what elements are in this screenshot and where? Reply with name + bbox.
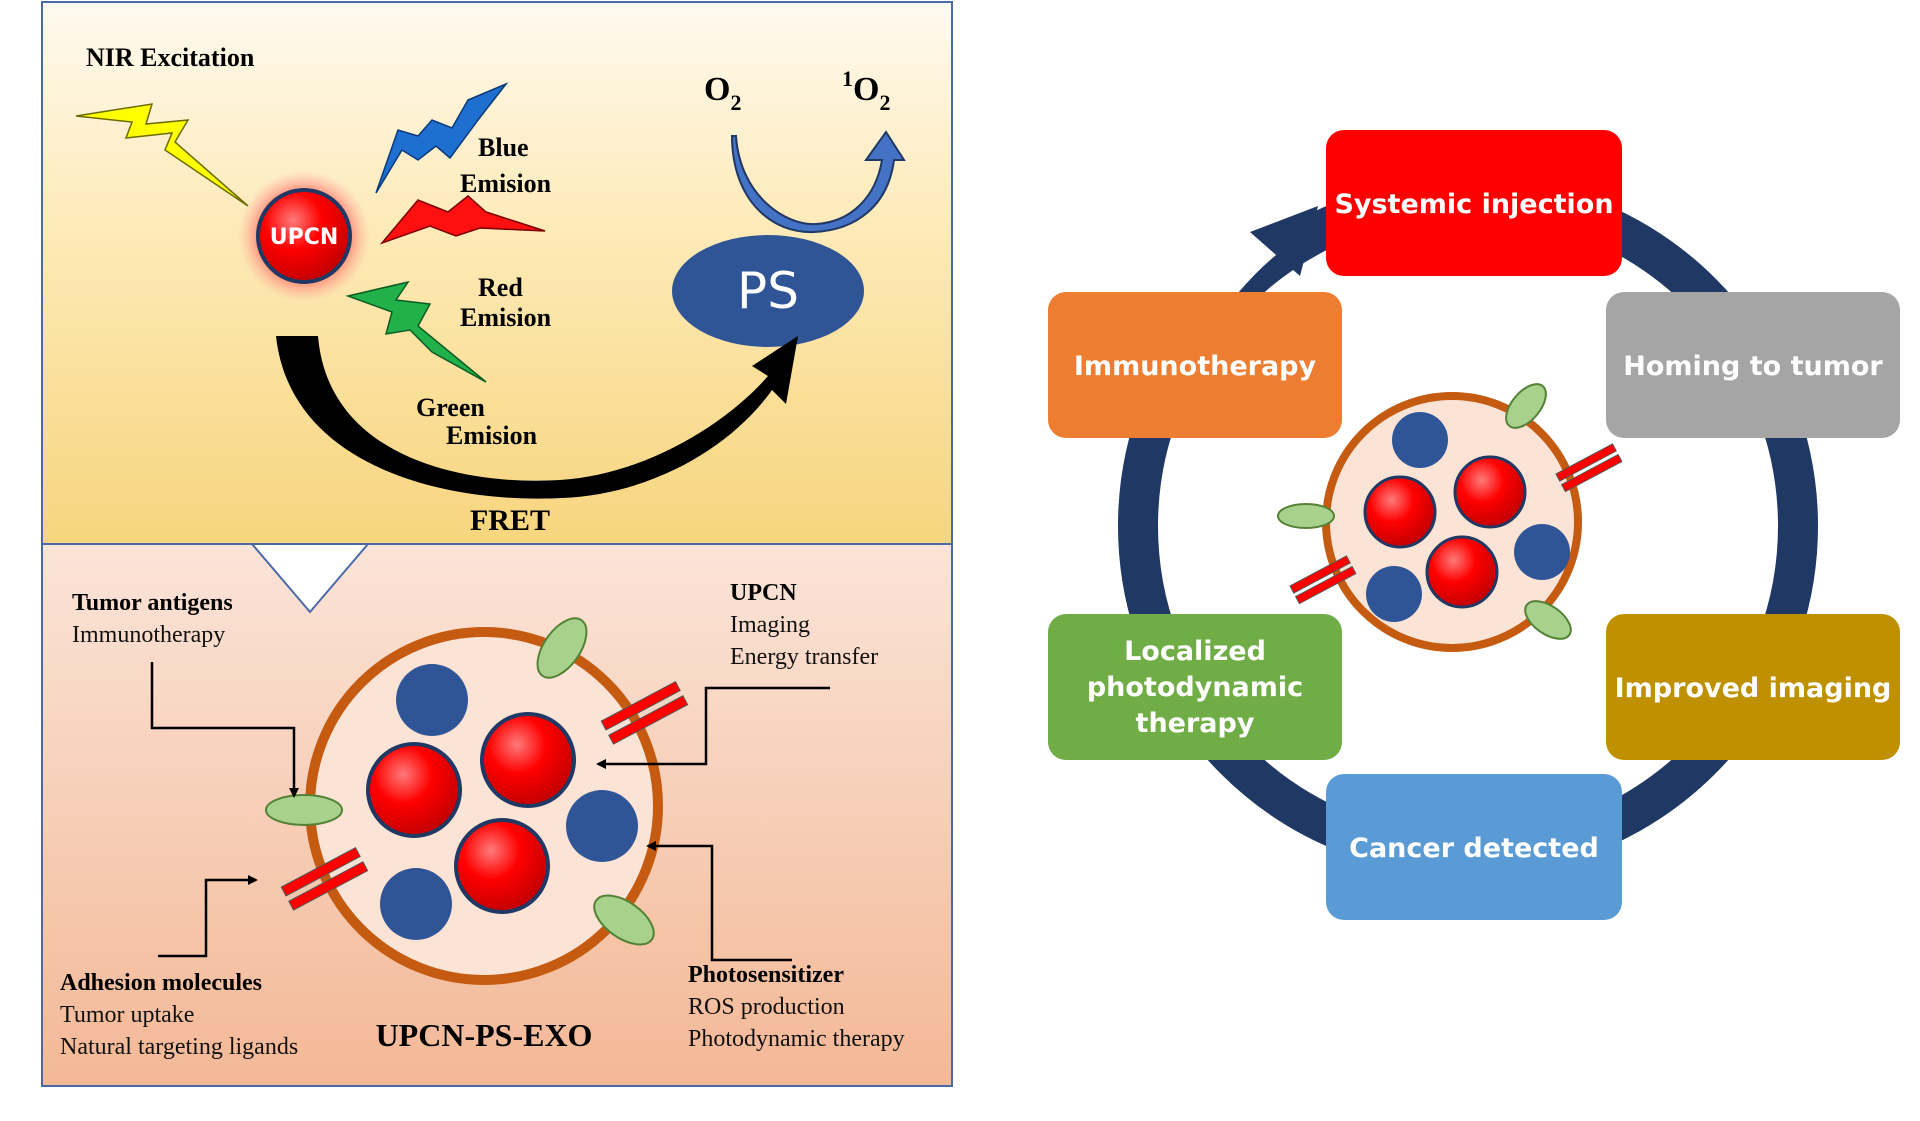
singlet-oxygen-label: 1O2 (842, 66, 890, 115)
exosome-label: UPCN-PS-EXO (376, 1017, 593, 1053)
ps-label: PS (737, 262, 799, 320)
treatment-cycle: Systemic injection Homing to tumor Impro… (1048, 130, 1900, 920)
red-emission-label-2: Emision (460, 303, 552, 332)
green-emission-bolt-icon (345, 280, 487, 383)
cycle-exosome-illustration (1277, 383, 1623, 652)
cycle-step-localized-pdt: Localized photodynamic therapy (1048, 614, 1342, 760)
step-box (1326, 130, 1622, 276)
tumor-antigens-desc: Immunotherapy (72, 622, 225, 648)
cycle-step-improved-imaging: Improved imaging (1606, 614, 1900, 760)
step-box (1606, 292, 1900, 438)
step-label-line: Localized (1124, 636, 1266, 667)
cycle-step-homing-to-tumor: Homing to tumor (1606, 292, 1900, 438)
nir-excitation-label: NIR Excitation (86, 43, 255, 72)
upcn-callout-line: Imaging (730, 612, 810, 638)
cycle-arrowhead (1250, 206, 1318, 276)
green-emission-label-1: Green (416, 393, 485, 422)
cycle-tumor-antigen (1277, 503, 1335, 529)
left-panel: NIR Excitation Blue Emision Red Emision … (41, 1, 953, 1087)
photosensitizer-dot (380, 868, 452, 940)
upcn-connector (596, 686, 830, 769)
cycle-photosensitizer-dot (1392, 412, 1448, 468)
upcn-nanoparticle (366, 742, 462, 838)
red-emission-bolt-icon (379, 195, 546, 245)
blue-emission-bolt-icon (375, 82, 509, 194)
upcn-nanoparticle (454, 818, 550, 914)
cycle-step-cancer-detected: Cancer detected (1326, 774, 1622, 920)
cycle-photosensitizer-dot (1514, 524, 1570, 580)
tumor-antigen-connector (150, 662, 299, 798)
cycle-adhesion-molecule (1555, 443, 1623, 493)
step-label: Systemic injection (1334, 189, 1613, 220)
tumor-antigens-title: Tumor antigens (72, 590, 233, 616)
blue-emission-label-1: Blue (478, 133, 529, 162)
photosensitizer-dot (566, 790, 638, 862)
tumor-antigen (265, 794, 343, 826)
step-box (1048, 614, 1342, 760)
photosensitizer-dot (396, 664, 468, 736)
adhesion-line: Natural targeting ligands (60, 1034, 298, 1060)
upcn-callout-title: UPCN (730, 580, 797, 606)
adhesion-line: Tumor uptake (60, 1002, 194, 1028)
ps-ellipse (672, 235, 864, 347)
cycle-tumor-antigen (1524, 600, 1572, 640)
step-label-line: photodynamic (1087, 672, 1303, 703)
cycle-step-immunotherapy: Immunotherapy (1048, 292, 1342, 438)
cycle-upcn-nanoparticle (1453, 455, 1527, 529)
photosensitizer-line: Photodynamic therapy (688, 1026, 905, 1052)
step-label: Homing to tumor (1623, 351, 1883, 382)
step-label: Cancer detected (1349, 833, 1599, 864)
upcn-particle-label: UPCN (270, 225, 339, 250)
fret-arrow (276, 336, 798, 499)
step-box (1048, 292, 1342, 438)
cycle-tumor-antigen (1505, 383, 1547, 429)
tumor-antigen (536, 617, 588, 679)
upcn-nanoparticle (480, 712, 576, 808)
photosensitizer-title: Photosensitizer (688, 962, 844, 988)
oxygen-conversion-arrow (730, 130, 906, 234)
upcn-callout-line: Energy transfer (730, 644, 878, 670)
step-box (1606, 614, 1900, 760)
adhesion-connector (158, 875, 258, 958)
fret-label: FRET (470, 504, 550, 537)
tumor-antigen (593, 894, 655, 946)
step-label: Immunotherapy (1074, 351, 1317, 382)
cycle-photosensitizer-dot (1366, 566, 1422, 622)
step-label-line: therapy (1136, 708, 1255, 739)
red-emission-label-1: Red (478, 273, 523, 302)
oxygen-label: O2 (704, 71, 741, 115)
cycle-upcn-nanoparticle (1425, 535, 1499, 609)
green-emission-label-2: Emision (446, 421, 538, 450)
adhesion-title: Adhesion molecules (60, 970, 262, 996)
photosensitizer-connector (646, 841, 792, 962)
cycle-adhesion-molecule (1289, 555, 1357, 605)
exosome-illustration (265, 617, 689, 985)
photosensitizer-line: ROS production (688, 994, 845, 1020)
upcn-particle (256, 188, 352, 284)
cycle-upcn-nanoparticle (1363, 475, 1437, 549)
step-label: Improved imaging (1615, 673, 1892, 704)
cycle-step-systemic-injection: Systemic injection (1326, 130, 1622, 276)
adhesion-molecule (600, 681, 689, 745)
blue-emission-label-2: Emision (460, 169, 552, 198)
adhesion-molecule (280, 847, 369, 911)
step-box (1326, 774, 1622, 920)
